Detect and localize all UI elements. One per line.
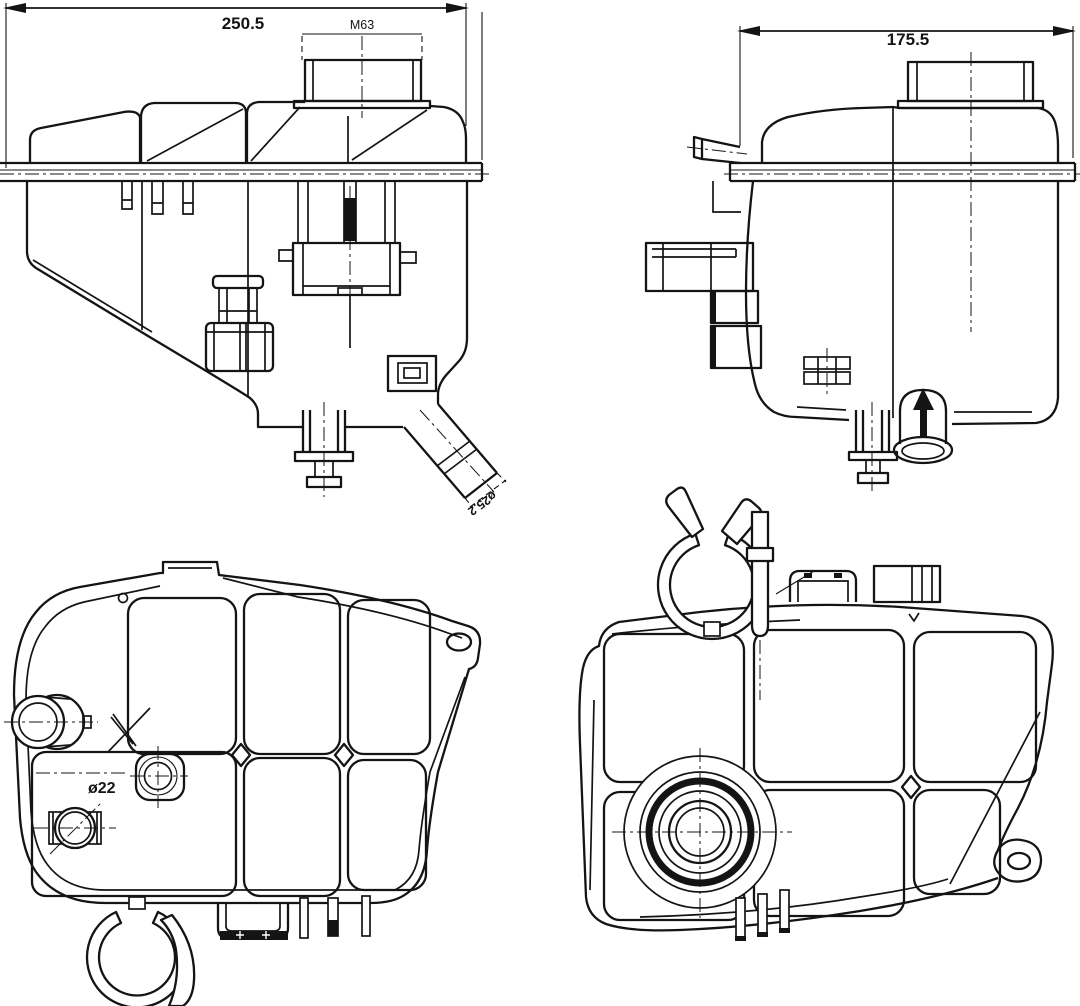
tank-body-side [744,108,1060,426]
drain-fitting-front [293,402,355,497]
arrowhead-right-icon [446,3,469,13]
view-side-elevation: 175.5 [644,26,1080,495]
tank-outline-top [12,560,482,905]
chamber-lobes-top [30,592,432,898]
retainer-strap [750,510,770,638]
view-top-plan: ø22 [4,560,482,1006]
overall-depth-value: 175.5 [887,30,930,49]
arrowhead-left-icon [737,26,760,36]
vent-nipple [686,135,748,213]
view-front-elevation: 250.5 M63 [0,3,507,518]
mounting-ear-hole [1006,851,1032,871]
retainer-clip-ring [656,486,815,700]
clip-fitting-front [386,354,438,393]
dim-overall-width: 250.5 [3,3,483,168]
retainer-hook [159,913,196,1006]
mounting-tabs-bottom [788,564,942,604]
tank-top-lobes [28,100,468,163]
outlet-port-side [892,388,954,465]
bottom-clips-top [85,895,371,1006]
mounting-ear-hole [445,632,473,652]
sensor-boss-top [107,707,188,808]
cap-fitting [4,693,98,751]
port-diameter-value: ø22 [88,780,116,797]
arrowhead-right-icon [1053,26,1076,36]
flow-arrow-icon [920,404,927,438]
connector-clip [204,274,275,373]
dim-overall-depth: 175.5 [737,26,1076,158]
view-bottom-plan [578,486,1054,941]
seal-ring-opening [612,748,792,918]
level-sensor-assembly [278,181,417,348]
mounting-flange [0,161,490,215]
tank-top-side [724,105,1080,183]
pin-hole [117,592,129,604]
clip-fitting-side [803,348,851,396]
filler-thread-value: M63 [350,18,374,32]
position-marker-icon [107,707,151,753]
port-22-fitting: ø22 [34,780,116,855]
dim-filler-thread: M63 [301,18,423,118]
mounting-bracket-side [644,241,763,370]
tank-body-front [25,181,469,429]
overall-width-value: 250.5 [222,14,265,33]
arrowhead-left-icon [3,3,26,13]
filler-neck [292,58,432,110]
bottom-legs [735,889,790,941]
